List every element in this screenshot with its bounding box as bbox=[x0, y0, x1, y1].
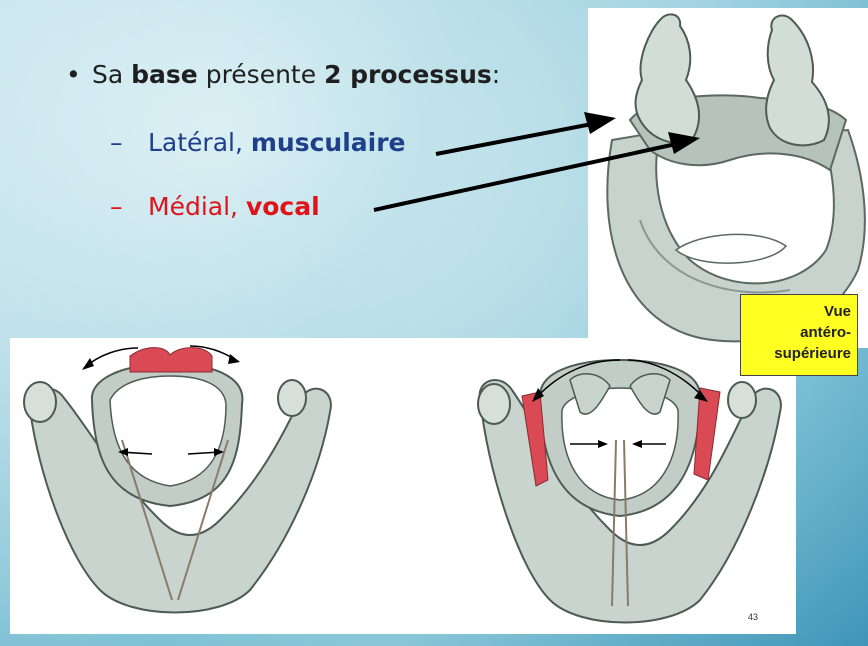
adduction-illustration bbox=[477, 358, 782, 624]
dash-icon: – bbox=[110, 128, 123, 157]
bullet-suffix: : bbox=[491, 60, 501, 89]
bullet-prefix: Sa bbox=[92, 60, 132, 89]
lateral-bold: musculaire bbox=[250, 128, 406, 157]
abduction-illustration bbox=[23, 345, 332, 614]
view-label-line1: Vue bbox=[824, 303, 851, 320]
bullet-base: • Sa base présente 2 processus: bbox=[66, 60, 500, 89]
pointer-arrows bbox=[373, 112, 700, 212]
view-label-line3: supérieure bbox=[774, 345, 851, 362]
medial-bold: vocal bbox=[245, 192, 320, 221]
sub-bullet-lateral: –Latéral, musculaire bbox=[110, 128, 406, 157]
view-label-tag: Vue antéro- supérieure bbox=[740, 294, 858, 376]
slide-number: 43 bbox=[748, 612, 759, 622]
dash-icon: – bbox=[110, 192, 123, 221]
bullet-bold-base: base bbox=[131, 60, 198, 89]
lateral-label: Latéral, bbox=[148, 128, 251, 157]
medial-label: Médial, bbox=[148, 192, 246, 221]
bullet-bold-processus: 2 processus bbox=[324, 60, 492, 89]
sub-bullet-medial: –Médial, vocal bbox=[110, 192, 320, 221]
bullet-dot-icon: • bbox=[66, 60, 81, 89]
cricoid-superior-view bbox=[606, 13, 866, 343]
arrow-muscular bbox=[435, 122, 593, 156]
bullet-middle: présente bbox=[197, 60, 325, 89]
view-label-line2: antéro- bbox=[800, 324, 851, 341]
arrow-vocal bbox=[373, 142, 677, 212]
